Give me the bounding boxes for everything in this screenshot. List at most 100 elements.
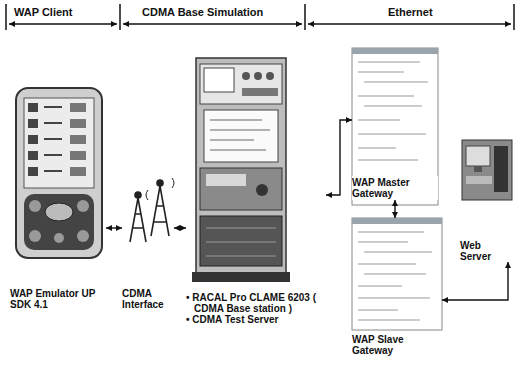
base-station-rack xyxy=(210,130,270,131)
gateway-screenshot xyxy=(358,96,414,97)
phone-emulator xyxy=(16,88,102,258)
gateway-screenshot xyxy=(358,310,398,311)
antenna-symbol xyxy=(135,192,141,198)
web-server-photo xyxy=(466,176,492,184)
base-station-rack xyxy=(242,72,250,80)
phone-emulator xyxy=(44,138,62,140)
gateway-node: WAP Slave Gateway xyxy=(352,218,442,356)
web-server-photo xyxy=(474,166,482,172)
web-server-node: Web Server xyxy=(460,138,514,262)
web-server-photo xyxy=(462,140,512,200)
node-caption: WAP Emulator UP SDK 4.1 xyxy=(10,288,106,310)
gateway-screenshot xyxy=(358,232,424,233)
section-bracket xyxy=(5,4,7,30)
connector-arrow xyxy=(326,120,352,195)
base-station-rack xyxy=(210,150,266,151)
gateway-screenshot xyxy=(358,242,408,243)
phone-emulator xyxy=(70,135,86,144)
base-station-rack xyxy=(242,88,278,96)
gateway-screenshot xyxy=(352,218,442,330)
gateway-screenshot xyxy=(352,48,438,54)
base-station-rack xyxy=(266,72,274,80)
phone-emulator xyxy=(77,230,89,242)
web-server-photo xyxy=(466,146,490,166)
node-caption: • CDMA Test Server xyxy=(186,314,326,325)
gateway-screenshot xyxy=(364,274,426,275)
gateway-screenshot xyxy=(358,286,402,287)
base-station-rack xyxy=(192,58,290,282)
base-station-rack xyxy=(200,216,282,266)
phone-emulator-node: WAP Emulator UP SDK 4.1 xyxy=(10,88,106,310)
phone-emulator xyxy=(70,103,86,112)
phone-emulator xyxy=(54,233,64,243)
web-server-photo xyxy=(462,140,512,200)
gateway-screenshot xyxy=(352,48,438,205)
phone-emulator xyxy=(70,151,86,160)
phone-emulator xyxy=(28,103,38,112)
base-station-rack xyxy=(206,174,246,186)
phone-emulator xyxy=(44,154,62,156)
gateway-screenshot xyxy=(358,298,430,299)
gateway-screenshot xyxy=(364,82,428,83)
section-bracket xyxy=(6,4,514,30)
base-station-rack xyxy=(206,228,276,229)
gateway-screenshot xyxy=(358,320,420,321)
section-bracket xyxy=(308,23,511,25)
gateway-screenshot xyxy=(358,120,400,121)
phone-emulator xyxy=(70,119,86,128)
phone-emulator xyxy=(70,167,86,176)
node-caption: • RACAL Pro CLAME 6203 ( CDMA Base stati… xyxy=(186,292,326,314)
antenna-symbol xyxy=(157,180,163,186)
antenna-symbol xyxy=(146,178,174,200)
section-label: Ethernet xyxy=(388,6,433,19)
node-caption: CDMA Interface xyxy=(122,288,174,310)
gateway-screenshot xyxy=(364,106,422,107)
gateway-screenshot xyxy=(364,252,432,253)
antenna-node: CDMA Interface xyxy=(122,180,174,310)
phone-emulator xyxy=(24,98,94,188)
phone-emulator xyxy=(29,230,41,242)
base-station-rack xyxy=(210,140,254,141)
base-station-rack xyxy=(256,184,268,196)
base-station-rack xyxy=(200,64,282,104)
phone-emulator xyxy=(77,200,89,212)
phone-emulator xyxy=(28,167,38,176)
node-caption: WAP Slave Gateway xyxy=(352,334,442,356)
gateway-screenshot xyxy=(352,218,442,330)
base-station-rack xyxy=(206,256,276,257)
phone-emulator xyxy=(29,200,41,212)
base-station-node: • RACAL Pro CLAME 6203 ( CDMA Base stati… xyxy=(186,48,326,325)
phone-emulator xyxy=(24,194,94,250)
phone-emulator xyxy=(44,106,62,108)
base-station-rack xyxy=(206,242,276,243)
section-bracket xyxy=(119,4,121,30)
gateway-screenshot xyxy=(358,264,416,265)
section-bracket xyxy=(304,4,306,30)
gateway-screenshot xyxy=(358,72,404,73)
antenna-symbol xyxy=(151,186,169,236)
phone-emulator xyxy=(44,170,62,172)
connector-arrow xyxy=(106,227,122,228)
base-station-rack xyxy=(192,272,290,282)
section-bracket xyxy=(9,23,117,25)
section-label: CDMA Base Simulation xyxy=(142,6,263,19)
section-label: WAP Client xyxy=(14,6,72,19)
gateway-screenshot xyxy=(358,134,426,135)
section-bracket xyxy=(123,23,302,25)
phone-emulator xyxy=(28,135,38,144)
base-station-rack xyxy=(204,68,234,92)
gateway-screenshot xyxy=(358,62,420,63)
phone-emulator xyxy=(28,151,38,160)
phone-emulator xyxy=(16,88,102,258)
gateway-screenshot xyxy=(358,148,396,149)
connector-arrow xyxy=(174,227,186,228)
base-station-rack xyxy=(254,72,262,80)
section-bracket xyxy=(513,4,515,30)
web-server-photo xyxy=(494,146,508,192)
gateway-node: WAP Master Gateway xyxy=(352,48,438,200)
gateway-screenshot xyxy=(352,48,438,205)
phone-emulator xyxy=(45,203,73,221)
connector-arrow xyxy=(442,262,508,300)
base-station-rack xyxy=(200,168,282,210)
